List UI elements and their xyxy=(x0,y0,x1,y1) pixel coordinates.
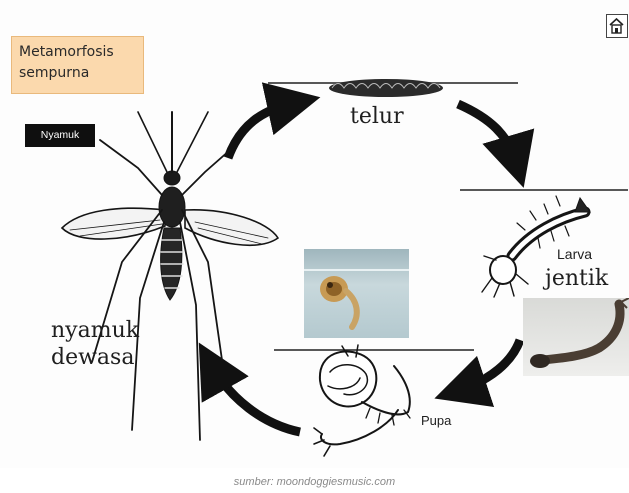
arrow-larva-to-pupa xyxy=(460,340,520,390)
title-line-2: sempurna xyxy=(19,63,136,84)
jentik-inset-photo xyxy=(523,298,629,376)
arrow-pupa-to-adult xyxy=(212,366,300,432)
pupa-label: Pupa xyxy=(421,413,451,428)
subject-tag: Nyamuk xyxy=(25,124,95,147)
adult-mosquito-drawing xyxy=(62,112,278,440)
adult-label-line-1: nyamuk xyxy=(51,318,139,343)
egg-raft-drawing xyxy=(329,79,443,97)
home-button[interactable] xyxy=(606,14,628,38)
title-box: Metamorfosis sempurna xyxy=(11,36,144,94)
larva-inset-photo xyxy=(304,249,409,338)
source-credit: sumber: moondoggiesmusic.com xyxy=(0,476,629,488)
adult-label-line-2: dewasa xyxy=(51,345,134,370)
arrow-egg-to-larva xyxy=(458,104,516,162)
larva-label: Larva xyxy=(557,246,592,262)
jentik-label: jentik xyxy=(545,266,608,291)
pupa-drawing xyxy=(314,345,410,456)
arrow-adult-to-egg xyxy=(228,103,294,158)
title-line-1: Metamorfosis xyxy=(19,42,136,63)
egg-label: telur xyxy=(350,104,404,129)
home-icon xyxy=(607,15,626,36)
